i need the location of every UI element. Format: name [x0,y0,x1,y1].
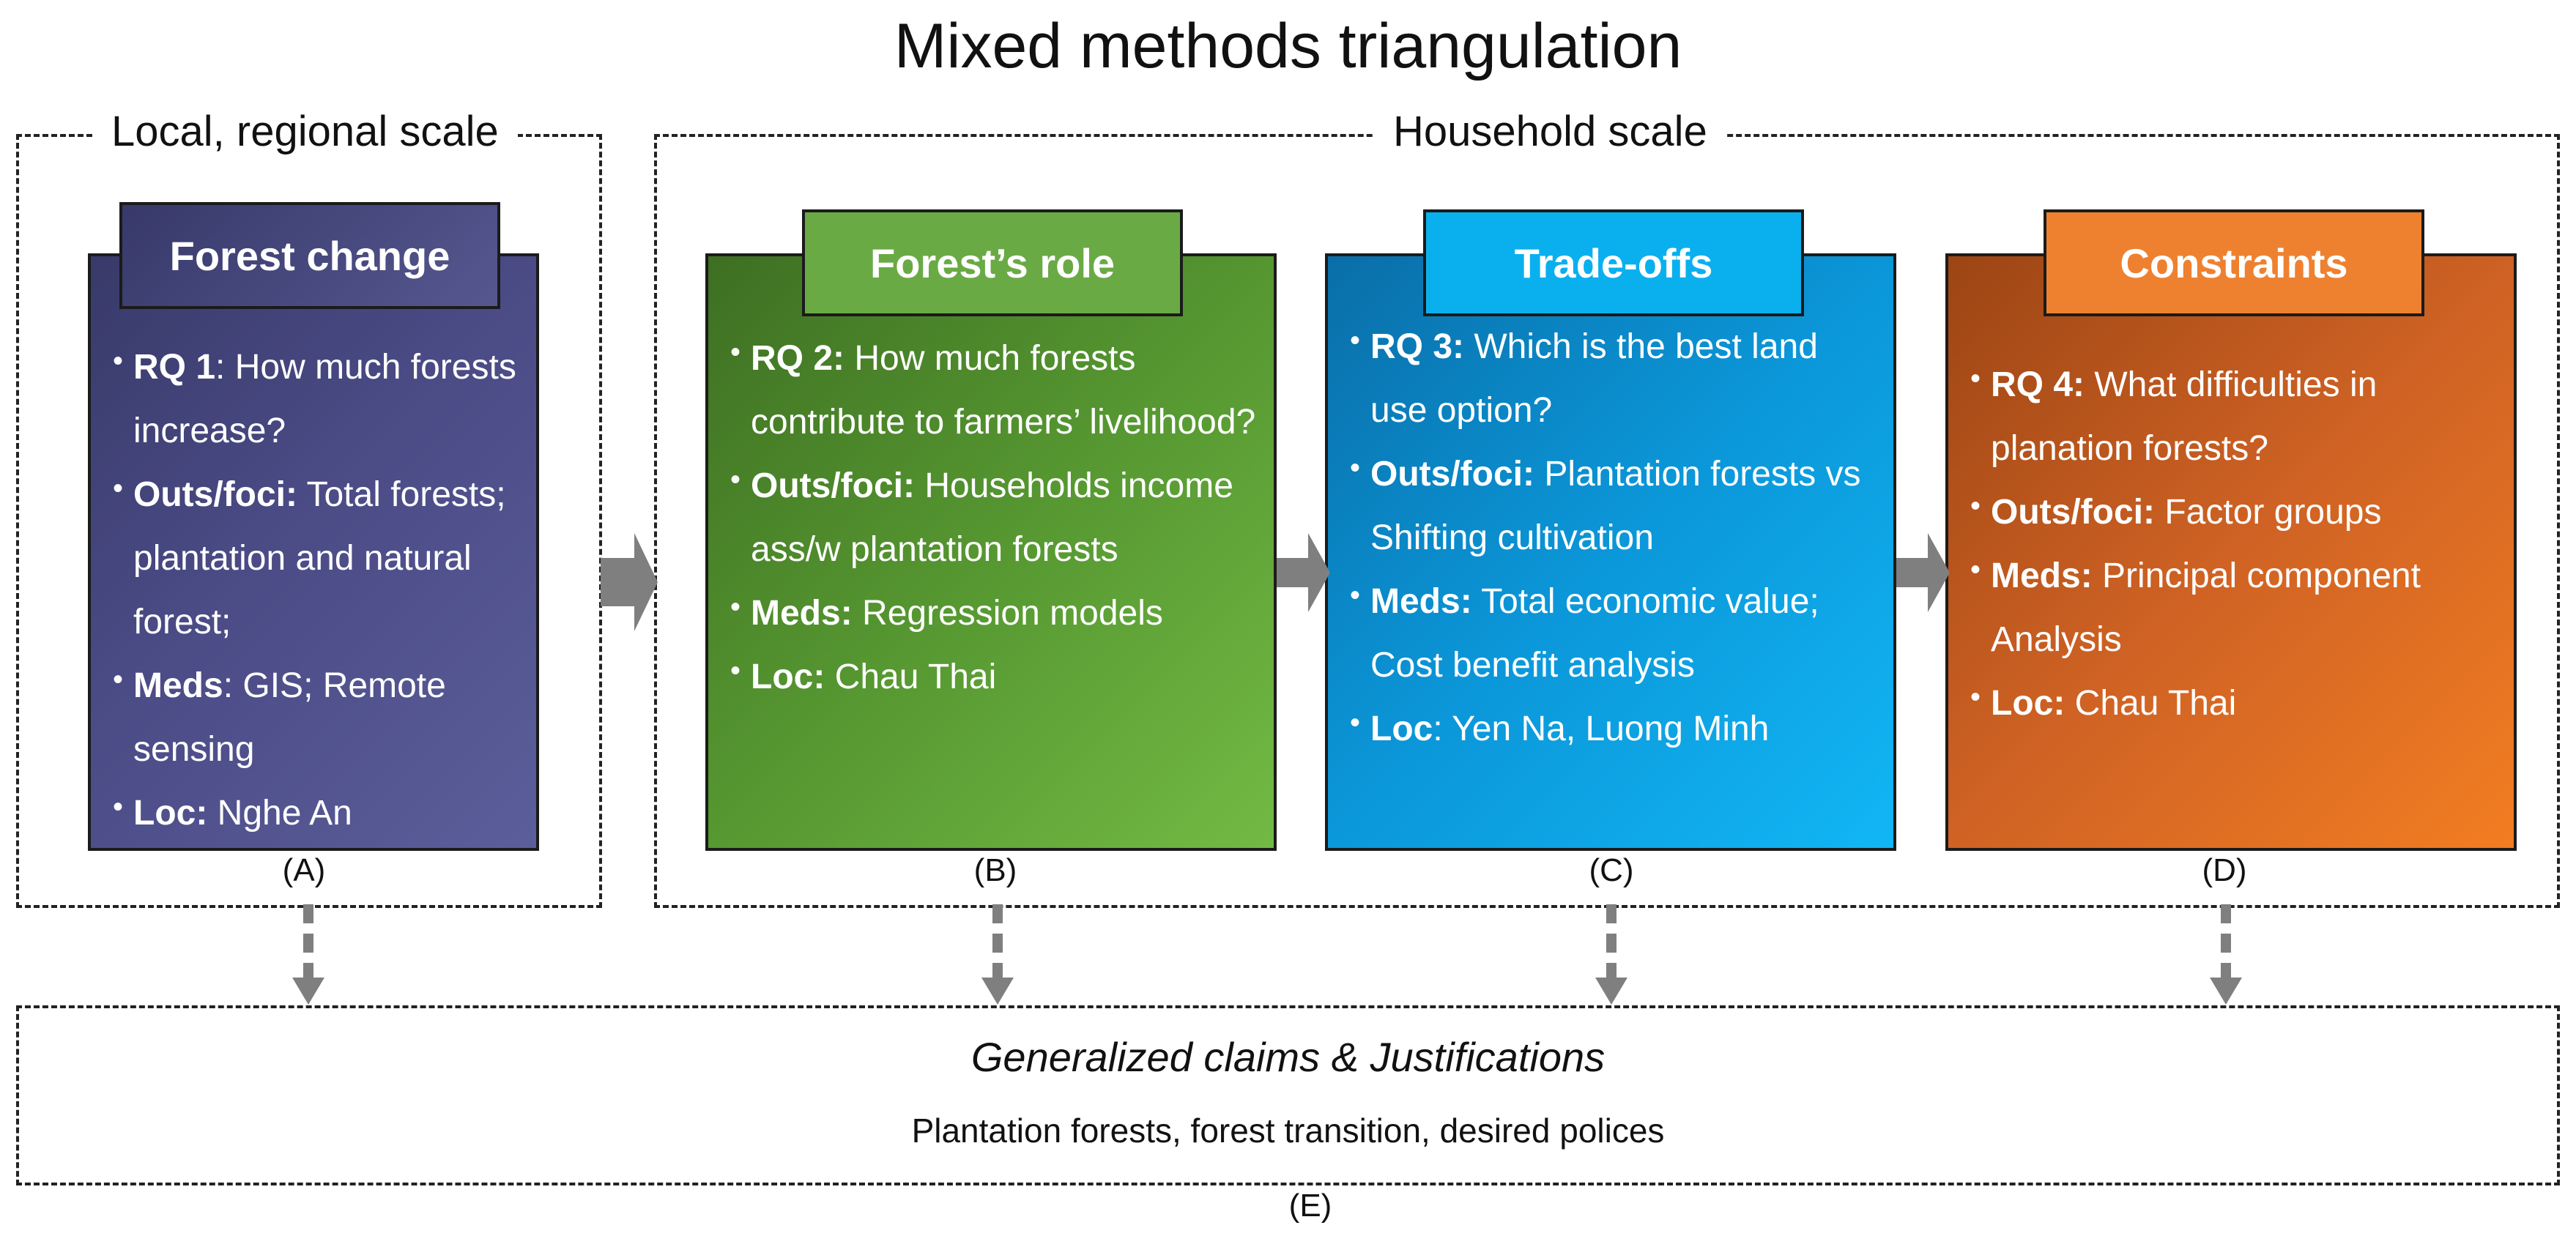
list-item: Meds: Regression models [708,576,1274,645]
panel-header-constraints: Constraints [2044,209,2424,316]
list-item: Loc: Chau Thai [708,639,1274,709]
list-item: RQ 4: What difficulties in planation for… [1948,347,2514,480]
panel-forest-change: RQ 1: How much forests increase? Outs/fo… [88,253,539,851]
panel-label-b: (B) [973,852,1017,888]
arrow-right-icon [1896,533,1950,612]
generalized-claims-box: Generalized claims & Justifications Plan… [16,1005,2560,1185]
generalized-claims-heading: Generalized claims & Justifications [970,1034,1606,1080]
arrow-down-icon [981,978,1014,1005]
panel-forests-role: RQ 2: How much forests contribute to far… [705,253,1277,851]
generalized-claims-text: Plantation forests, forest transition, d… [911,1112,1665,1150]
list-item: Meds: GIS; Remote sensing [91,648,536,781]
list-item: Meds: Principal component Analysis [1948,538,2514,671]
right-arrows [601,533,1950,631]
list-item: RQ 3: Which is the best land use option? [1328,309,1893,442]
list-item: Loc: Nghe An [91,775,536,845]
arrow-right-icon [601,533,658,631]
panel-label-d: (D) [2202,852,2247,888]
arrow-down-icon [1595,978,1627,1005]
list-item: Meds: Total economic value; Cost benefit… [1328,564,1893,697]
panel-header-forest-change: Forest change [119,202,500,309]
list-item: Loc: Yen Na, Luong Minh [1328,691,1893,761]
list-item: Loc: Chau Thai [1948,666,2514,735]
list-item: RQ 1: How much forests increase? [91,330,536,463]
list-item: Outs/foci: Factor groups [1948,474,2514,544]
arrow-down-icon [292,978,324,1005]
panel-header-trade-offs: Trade-offs [1423,209,1804,316]
list-item: Outs/foci: Households income ass/w plant… [708,448,1274,581]
arrow-down-icon [2210,978,2242,1005]
arrow-right-icon [1277,533,1330,612]
list-item: Outs/foci: Plantation forests vs Shiftin… [1328,436,1893,570]
list-item: Outs/foci: Total forests; plantation and… [91,457,536,654]
panel-header-forests-role: Forest’s role [802,209,1183,316]
panel-constraints: RQ 4: What difficulties in planation for… [1945,253,2517,851]
household-scale-label: Household scale [1374,107,1726,156]
local-scale-label: Local, regional scale [92,107,518,156]
panel-trade-offs: RQ 3: Which is the best land use option?… [1325,253,1896,851]
diagram-title: Mixed methods triangulation [894,11,1682,81]
list-item: RQ 2: How much forests contribute to far… [708,321,1274,454]
panel-label-a: (A) [282,852,326,888]
panel-label-c: (C) [1589,852,1634,888]
panel-label-e: (E) [1288,1188,1332,1224]
